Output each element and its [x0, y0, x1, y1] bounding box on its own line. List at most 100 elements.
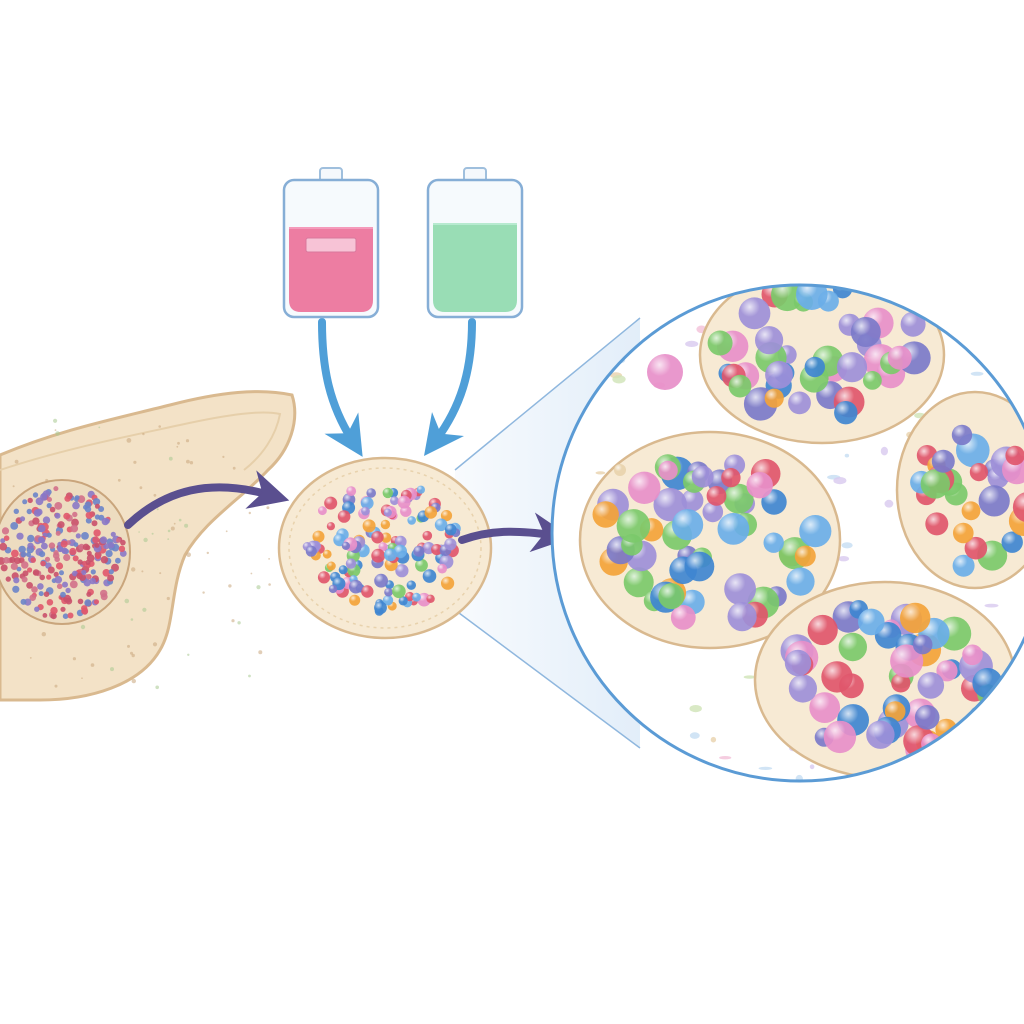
disc-cell-highlight	[312, 530, 325, 543]
loose-cell-highlight	[647, 354, 683, 390]
tissue-speck	[155, 685, 159, 690]
magnified-cell-clusters	[550, 283, 1024, 783]
cluster-cell-highlight	[866, 720, 895, 749]
tissue-speck	[250, 572, 253, 575]
pocket-cell	[3, 557, 10, 564]
pocket-cell	[42, 516, 51, 524]
disc-cell-highlight	[383, 508, 392, 517]
pocket-cell	[21, 561, 29, 569]
tissue-speck	[258, 650, 263, 655]
cluster-cell-highlight	[804, 356, 825, 378]
pocket-cell	[5, 576, 11, 582]
pocket-cell	[0, 564, 8, 572]
tissue-speck	[170, 526, 175, 531]
tissue-speck	[110, 667, 114, 672]
pocket-cell	[46, 574, 52, 580]
pocket-cell	[3, 535, 10, 541]
pocket-cell	[94, 514, 100, 520]
magnified-speck	[612, 375, 626, 384]
tissue-speck	[138, 531, 140, 533]
pocket-cell	[93, 599, 100, 605]
cluster-cell-highlight	[746, 472, 773, 499]
pocket-cell	[10, 522, 19, 530]
disc-cell-highlight	[326, 522, 335, 531]
tissue-to-disc-arrow	[124, 470, 290, 529]
pocket-cell	[20, 551, 27, 558]
tissue-speck	[256, 585, 261, 590]
cluster-cell-highlight	[691, 465, 714, 488]
pocket-cell	[13, 557, 21, 565]
pocket-cell	[82, 543, 90, 551]
pocket-cell	[67, 612, 74, 619]
cluster-cell-highlight	[834, 401, 858, 425]
pocket-cell	[115, 538, 121, 543]
pocket-cell	[99, 536, 108, 544]
pocket-cell	[39, 574, 45, 581]
pocket-cell	[47, 566, 55, 574]
cluster-cell-highlight	[592, 501, 619, 528]
cluster-cell-highlight	[978, 485, 1010, 517]
cluster-cell-highlight	[702, 501, 724, 523]
pocket-cell	[107, 574, 115, 582]
cluster-cell-highlight	[799, 515, 832, 548]
tissue-speck	[54, 429, 57, 431]
tissue-speck	[139, 486, 143, 490]
disc-cell-highlight	[415, 558, 428, 572]
tissue-speck	[268, 558, 270, 560]
pink-bottle-label-plate	[305, 237, 357, 253]
disc-cell-highlight	[393, 544, 407, 558]
pocket-cell	[12, 585, 20, 593]
disc-cell-highlight	[371, 531, 384, 544]
cluster-cell-highlight	[962, 644, 983, 666]
tissue-speck	[143, 537, 148, 543]
tissue-speck	[237, 621, 241, 625]
pocket-cell	[76, 572, 83, 580]
disc-cell-highlight	[345, 558, 357, 569]
cluster-cell-highlight	[707, 330, 733, 356]
pocket-cell	[55, 562, 64, 570]
pocket-cell	[63, 512, 71, 520]
magnified-speck	[719, 756, 732, 760]
disc-cell-highlight	[341, 541, 350, 551]
magnified-speck	[604, 763, 616, 768]
pocket-cell	[9, 556, 16, 563]
tissue-speck	[14, 459, 19, 464]
pocket-cell	[63, 553, 71, 562]
cluster-cell-highlight	[755, 326, 784, 355]
tissue-speck	[152, 642, 158, 647]
cluster-cell-highlight	[931, 449, 955, 473]
cluster-cell-highlight	[706, 486, 727, 506]
disc-cell-highlight	[413, 545, 425, 557]
disc-cell-highlight	[441, 576, 455, 590]
cluster-cell-highlight	[724, 573, 756, 605]
tissue-speck	[142, 607, 147, 612]
cluster-cell-highlight	[900, 311, 926, 337]
disc-cell-highlight	[346, 486, 357, 496]
cluster-cell-highlight	[884, 701, 906, 722]
disc-cell-highlight	[305, 545, 317, 557]
tissue-speck	[141, 570, 144, 573]
disc-cell-highlight	[366, 488, 377, 498]
magnified-speck	[838, 556, 850, 562]
pocket-cell	[53, 571, 59, 578]
pocket-cell	[120, 539, 126, 546]
disc-cell-highlight	[361, 585, 374, 598]
magnified-speck	[930, 757, 944, 764]
disc-cell-highlight	[394, 535, 407, 548]
tissue-speck	[248, 511, 251, 515]
pocket-cell	[69, 547, 77, 556]
cluster-cell-highlight	[786, 567, 815, 596]
disc-cell-highlight	[378, 542, 388, 552]
pocket-cell	[38, 524, 46, 533]
pocket-cell	[55, 530, 61, 536]
disc-cell-highlight	[349, 594, 361, 606]
cluster-cell-highlight	[887, 345, 912, 370]
pocket-cell	[57, 521, 65, 529]
pocket-cell	[38, 591, 44, 597]
pocket-cell	[72, 555, 79, 562]
cone-edge-top	[454, 317, 641, 471]
disc-cell-highlight	[324, 496, 338, 510]
pocket-cell	[27, 497, 33, 504]
pocket-cell	[16, 566, 22, 572]
disc-cell-highlight	[380, 532, 392, 543]
